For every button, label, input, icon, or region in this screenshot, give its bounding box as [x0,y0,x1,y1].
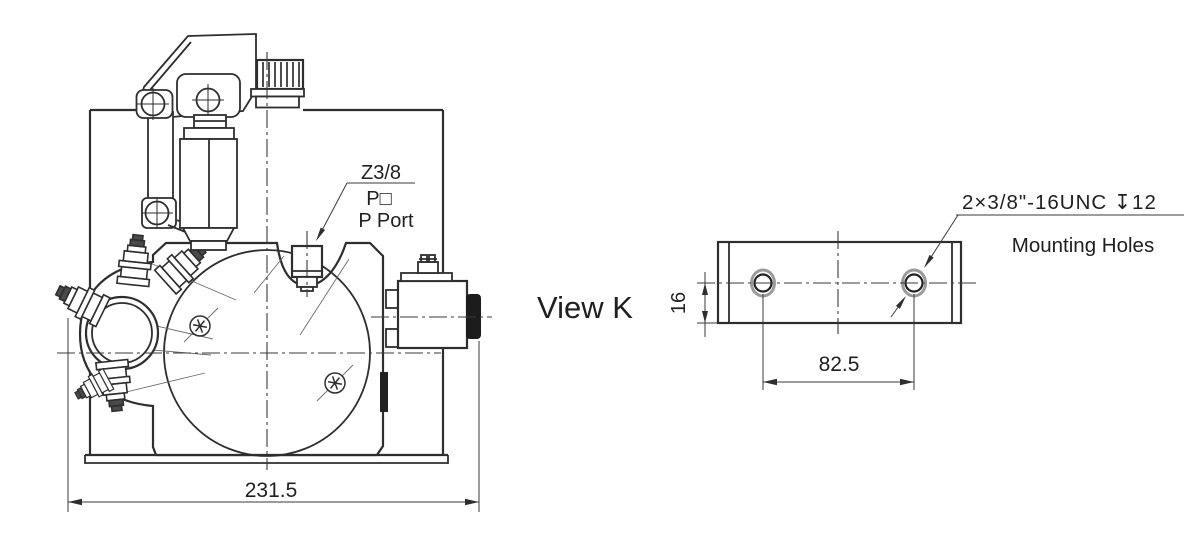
dimension-hole-spacing-value: 82.5 [819,353,860,376]
dimension-hole-spacing: 82.5 [762,294,915,390]
port-callout-symbol: P□ [366,188,391,210]
hand-knob [250,58,305,109]
centerlines [57,52,492,470]
mounting-holes-callout-spec: 2×3/8"-16UNC ↧12 [962,191,1157,214]
side-port-slot [380,372,388,412]
mounting-holes-callout: 2×3/8"-16UNC ↧12 Mounting Holes [890,191,1184,318]
main-view: 231.5 Z3/8 P□ P Port [50,33,492,512]
port-callout-thread: Z3/8 [361,162,401,184]
dimension-edge-distance-value: 16 [668,292,690,314]
valve-block [380,254,481,412]
dimension-width-value: 231.5 [245,479,298,502]
port-callout: Z3/8 P□ P Port [316,162,415,241]
view-k-centerlines [697,231,976,334]
phillips-screw [189,315,211,337]
dimension-width: 231.5 [67,318,480,512]
view-k-label: View K [537,290,633,325]
mounting-holes-callout-label: Mounting Holes [1012,234,1154,257]
mounting-bracket-assembly [135,33,257,251]
solenoid-coil [179,114,238,251]
phillips-screw [324,372,346,394]
view-k: 16 82.5 2×3/8"-16UNC ↧12 Mounting Holes [668,191,1184,390]
port-callout-name: P Port [358,210,414,232]
dimension-edge-distance: 16 [668,272,717,337]
